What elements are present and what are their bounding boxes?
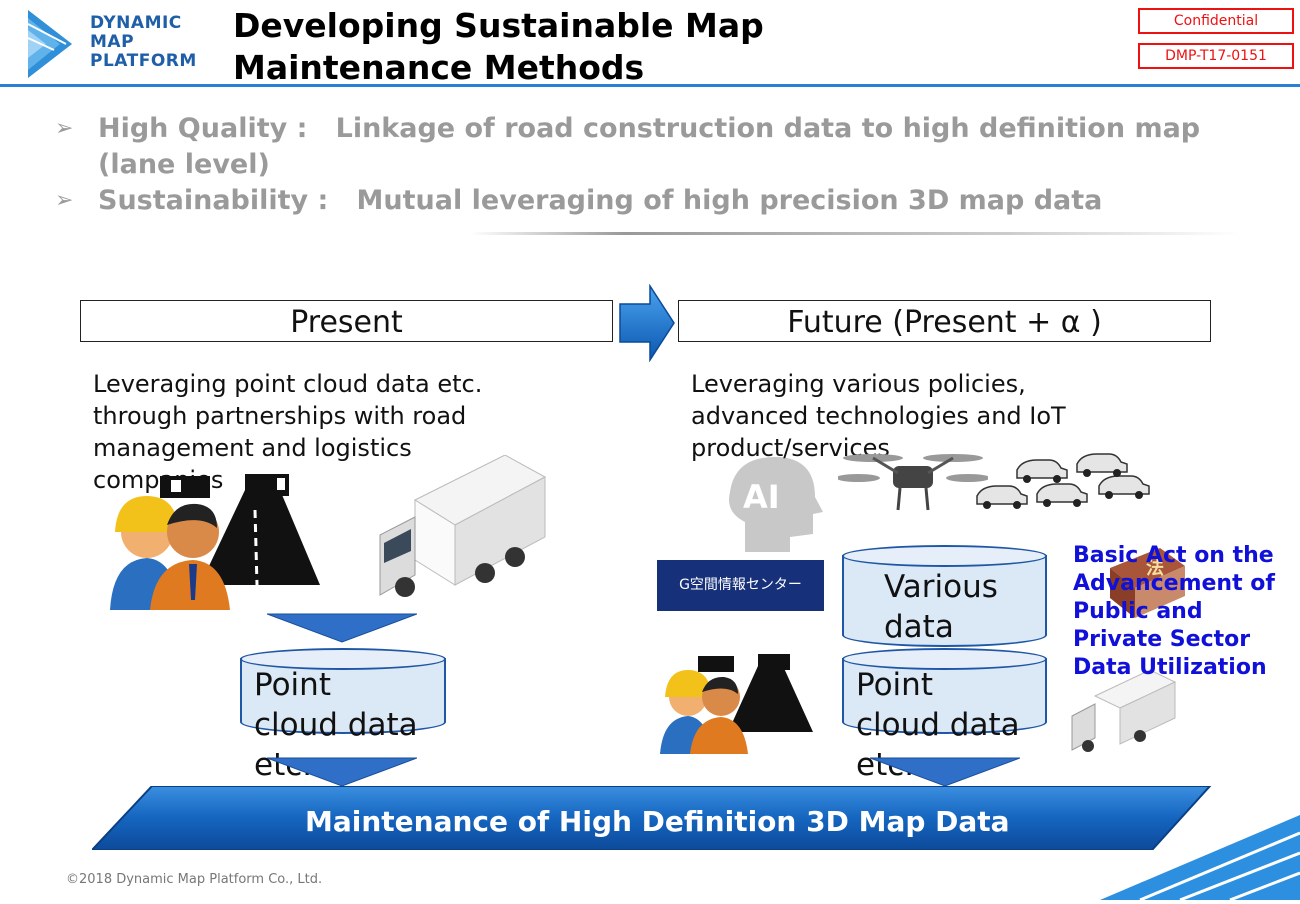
- down-arrow-icon: [266, 756, 418, 792]
- logo-line: MAP: [90, 32, 135, 52]
- right-arrow-icon: [618, 283, 676, 366]
- law-text: Basic Act on the Advancement of Public a…: [1073, 543, 1275, 680]
- header-divider: [0, 84, 1300, 87]
- law-book-glyph: 法: [1146, 558, 1164, 579]
- section-divider: [470, 232, 1240, 235]
- ai-label: AI: [743, 478, 780, 516]
- logo-mark-icon: [27, 10, 72, 78]
- g-space-center-logo: G空間情報センター: [657, 560, 824, 611]
- bullet-text: High Quality : Linkage of road construct…: [98, 113, 1201, 180]
- arrow-bullet-icon: ➢: [55, 116, 74, 141]
- page-title: Developing Sustainable Map Maintenance M…: [233, 6, 764, 87]
- cylinder-label: Point cloud data etc.: [254, 667, 418, 783]
- bullet-text: Sustainability : Mutual leveraging of hi…: [98, 185, 1103, 216]
- point-cloud-cylinder: Point cloud data etc.: [240, 648, 446, 783]
- drone-illustration: [836, 448, 990, 522]
- logo-text: DYNAMIC MAP PLATFORM: [90, 14, 197, 71]
- logo-line: PLATFORM: [90, 51, 197, 71]
- present-description: Leveraging point cloud data etc. through…: [93, 370, 483, 494]
- g-space-center-label: G空間情報センター: [679, 577, 802, 593]
- cylinder-top: [240, 648, 446, 670]
- road-workers-small-illustration: [658, 652, 818, 761]
- future-description: Leveraging various policies, advanced te…: [691, 370, 1066, 462]
- logo: [26, 10, 78, 78]
- banner-text: Maintenance of High Definition 3D Map Da…: [305, 805, 1010, 838]
- truck-illustration: [375, 454, 555, 609]
- arrow-bullet-icon: ➢: [55, 188, 74, 213]
- truck-small-illustration: [1070, 668, 1180, 757]
- road-workers-illustration: [105, 470, 330, 619]
- bullet-high-quality: ➢ High Quality : Linkage of road constru…: [55, 111, 1265, 183]
- future-heading: Future (Present + α ): [678, 300, 1211, 342]
- down-arrow-icon: [869, 756, 1021, 792]
- confidential-badge: Confidential: [1138, 8, 1294, 34]
- doc-id-badge: DMP-T17-0151: [1138, 43, 1294, 69]
- ai-head-illustration: AI: [725, 452, 825, 556]
- copyright: ©2018 Dynamic Map Platform Co., Ltd.: [66, 872, 323, 887]
- logo-line: DYNAMIC: [90, 13, 182, 33]
- corner-stripes-decoration: [1100, 815, 1300, 904]
- various-data-cylinder: Various data: [842, 545, 1047, 657]
- cylinder-body: [842, 555, 1047, 647]
- point-cloud-cylinder-future: Point cloud data etc.: [842, 648, 1047, 783]
- law-book-illustration: 法: [1100, 548, 1190, 622]
- bullet-sustainability: ➢ Sustainability : Mutual leveraging of …: [55, 183, 1265, 219]
- connected-cars-illustration: [975, 450, 1160, 529]
- maintenance-banner: [89, 785, 1213, 854]
- cylinder-label: Point cloud data etc.: [856, 667, 1020, 783]
- cylinder-top: [842, 545, 1047, 567]
- cylinder-top: [842, 648, 1047, 670]
- cylinder-label: Various data: [884, 569, 998, 645]
- present-heading: Present: [80, 300, 613, 342]
- down-arrow-icon: [266, 612, 418, 648]
